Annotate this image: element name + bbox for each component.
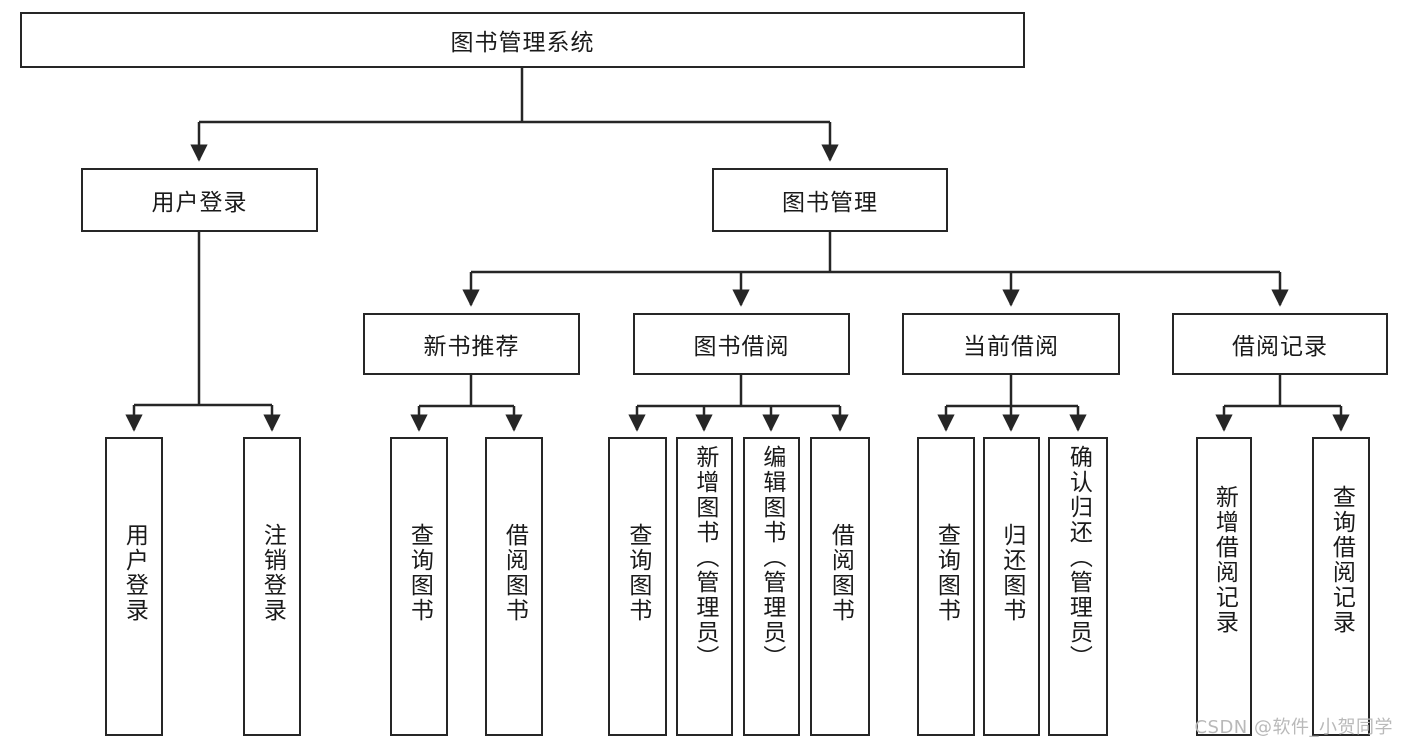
leaf-user-logout[interactable]: 注销登录 [243,437,301,736]
node-user-login[interactable]: 用户登录 [81,168,318,232]
leaf-add-book-admin-label: 新增图书（管理员） [691,445,718,670]
leaf-query-book-borrow[interactable]: 查询图书 [608,437,667,736]
node-book-borrow-label: 图书借阅 [693,334,790,360]
leaf-query-book-current[interactable]: 查询图书 [917,437,975,736]
leaf-query-book-recommend-label: 查询图书 [406,523,433,623]
node-book-borrow[interactable]: 图书借阅 [633,313,850,375]
leaf-edit-book-admin-label: 编辑图书（管理员） [758,445,785,670]
leaf-add-book-admin[interactable]: 新增图书（管理员） [676,437,733,736]
leaf-return-book-label: 归还图书 [998,523,1025,623]
leaf-borrow-book-recommend[interactable]: 借阅图书 [485,437,543,736]
node-new-book-recommend[interactable]: 新书推荐 [363,313,580,375]
node-book-management-label: 图书管理 [782,190,878,216]
leaf-user-login[interactable]: 用户登录 [105,437,163,736]
leaf-query-book-borrow-label: 查询图书 [624,523,651,623]
node-current-borrow-label: 当前借阅 [963,334,1059,360]
leaf-borrow-book[interactable]: 借阅图书 [810,437,870,736]
leaf-query-book-recommend[interactable]: 查询图书 [390,437,448,736]
leaf-add-borrow-record[interactable]: 新增借阅记录 [1196,437,1252,736]
leaf-borrow-book-label: 借阅图书 [827,523,854,623]
leaf-query-book-current-label: 查询图书 [933,523,960,623]
node-borrow-record[interactable]: 借阅记录 [1172,313,1388,375]
watermark: CSDN @软件_小贺同学 [1194,717,1393,738]
leaf-user-login-label: 用户登录 [121,523,148,623]
leaf-edit-book-admin[interactable]: 编辑图书（管理员） [743,437,800,736]
leaf-query-borrow-record-label: 查询借阅记录 [1328,485,1355,635]
node-book-management[interactable]: 图书管理 [712,168,948,232]
leaf-confirm-return-admin-label: 确认归还（管理员） [1065,445,1092,670]
leaf-user-logout-label: 注销登录 [259,523,286,623]
node-current-borrow[interactable]: 当前借阅 [902,313,1120,375]
leaf-return-book[interactable]: 归还图书 [983,437,1040,736]
node-new-book-recommend-label: 新书推荐 [423,334,520,360]
node-user-login-label: 用户登录 [151,190,248,216]
leaf-confirm-return-admin[interactable]: 确认归还（管理员） [1048,437,1108,736]
leaf-add-borrow-record-label: 新增借阅记录 [1211,485,1238,635]
leaf-borrow-book-recommend-label: 借阅图书 [501,523,528,623]
node-root-label: 图书管理系统 [450,30,595,56]
leaf-query-borrow-record[interactable]: 查询借阅记录 [1312,437,1370,736]
node-borrow-record-label: 借阅记录 [1232,334,1328,360]
node-root[interactable]: 图书管理系统 [20,12,1025,68]
